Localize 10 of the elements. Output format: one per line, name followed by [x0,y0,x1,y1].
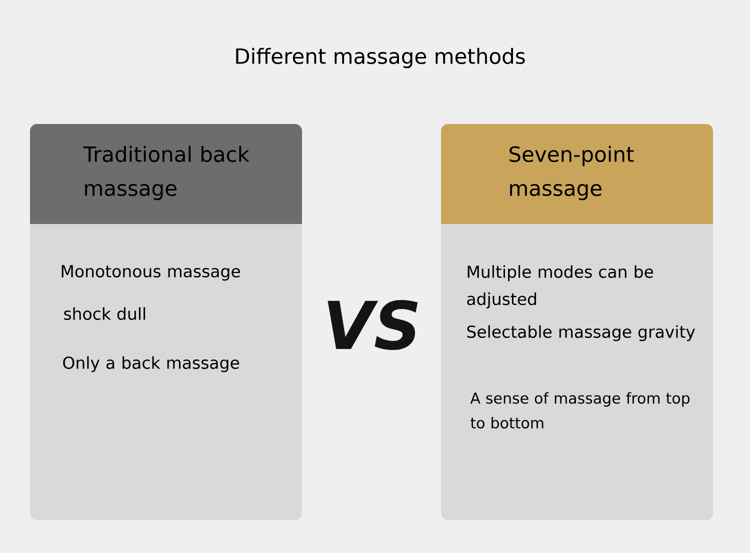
list-item: Selectable massage gravity [467,325,695,342]
card-header: Traditional back massage [30,124,302,224]
list-item: A sense of massage from top to bottom [470,392,690,429]
list-item: Monotonous massage [62,265,240,281]
vs-lettering: VS [328,300,418,350]
list-item: Only a back massage [63,356,240,372]
list-item: Multiple modes can be adjusted [467,265,654,308]
list-item: shock dull [64,307,146,320]
card-header: Seven-point massage [441,124,713,224]
title: Different massage methods [236,48,525,68]
